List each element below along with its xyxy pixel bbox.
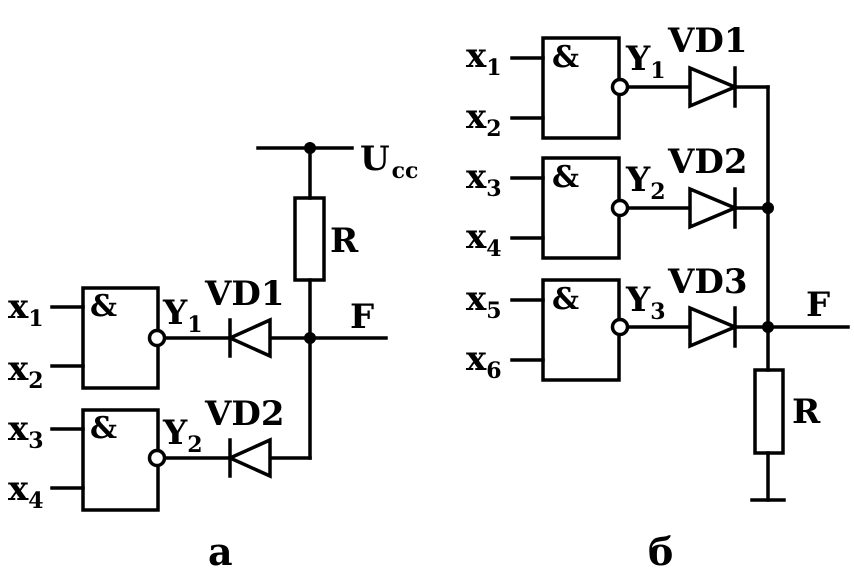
output-label-y3-b: Y3 [625, 280, 666, 325]
resistor-label-b: R [792, 392, 821, 432]
diode-vd2-b [688, 186, 740, 230]
output-label-a: F [350, 297, 374, 337]
diode-vd1-a [225, 317, 272, 359]
input-label-x4-b: x4 [466, 217, 502, 262]
diagram-a [50, 146, 388, 512]
inverter-bubble-b1 [610, 77, 630, 97]
diode-label-vd1-b: VD1 [667, 21, 748, 61]
caption-a: а [208, 529, 233, 574]
resistor-a [293, 196, 326, 282]
inverter-bubble-b3 [610, 317, 630, 337]
resistor-b [753, 368, 785, 455]
output-label-y1-b: Y1 [625, 39, 666, 84]
junction-dot-b2 [762, 202, 774, 214]
diode-vd3-b [688, 305, 740, 349]
input-label-x2-b: x2 [466, 97, 502, 142]
output-label-b: F [806, 285, 830, 325]
junction-dot-output-b [762, 321, 774, 333]
input-label-x3-a: x3 [8, 409, 44, 454]
diode-label-vd1-a: VD1 [204, 274, 285, 314]
input-label-x4-a: x4 [8, 469, 44, 514]
diode-vd1-b [688, 65, 740, 109]
output-label-y2-a: Y2 [162, 413, 203, 458]
and-symbol-b3: & [552, 282, 579, 317]
diode-label-vd2-b: VD2 [667, 142, 748, 182]
junction-dot-supply-a [304, 142, 316, 154]
diagram-b [510, 36, 850, 502]
and-symbol-b1: & [552, 40, 579, 75]
and-symbol-a2: & [90, 411, 117, 446]
and-symbol-b2: & [552, 160, 579, 195]
diode-label-vd3-b: VD3 [667, 262, 748, 302]
output-label-y1-a: Y1 [162, 293, 203, 338]
input-label-x1-b: x1 [466, 36, 502, 81]
inverter-bubble-b2 [610, 198, 630, 218]
input-label-x5-b: x5 [466, 279, 502, 324]
and-symbol-a1: & [90, 289, 117, 324]
diode-vd2-a [225, 437, 272, 479]
input-label-x2-a: x2 [8, 349, 44, 394]
input-label-x3-b: x3 [466, 157, 502, 202]
input-label-x6-b: x6 [466, 339, 502, 384]
resistor-label-a: R [330, 221, 359, 261]
junction-dot-output-a [304, 332, 316, 344]
diode-label-vd2-a: VD2 [204, 394, 285, 434]
supply-label-a: Ucc [360, 139, 418, 184]
caption-b: б [648, 529, 673, 574]
output-label-y2-b: Y2 [625, 160, 666, 205]
input-label-x1-a: x1 [8, 287, 44, 332]
